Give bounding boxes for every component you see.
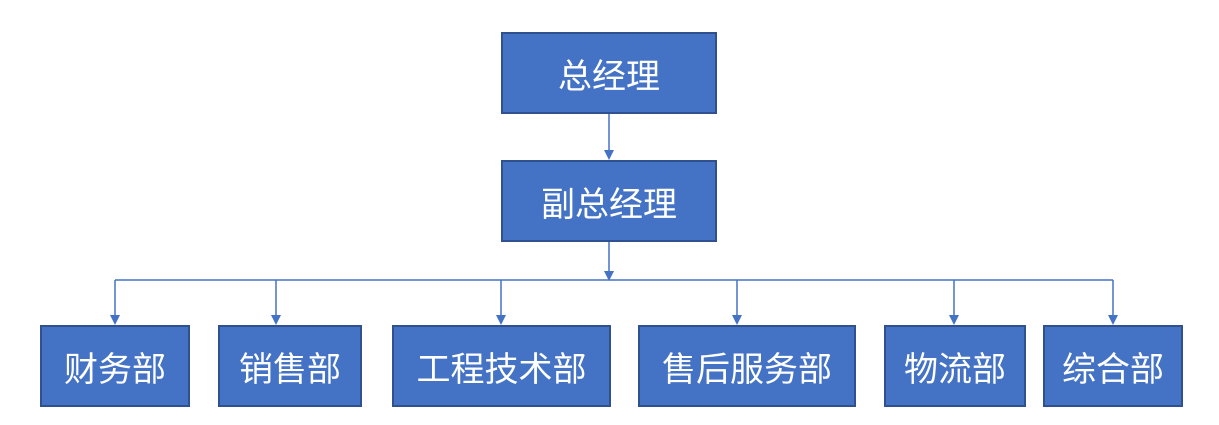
node-logistics-dept: 物流部 — [884, 325, 1026, 407]
node-deputy-general-manager: 副总经理 — [501, 160, 717, 242]
node-general-manager: 总经理 — [501, 32, 717, 114]
node-aftersales-dept: 售后服务部 — [638, 325, 856, 407]
node-general-affairs-dept: 综合部 — [1043, 325, 1183, 407]
node-finance-dept: 财务部 — [40, 325, 190, 407]
node-sales-dept: 销售部 — [218, 325, 362, 407]
node-engineering-dept: 工程技术部 — [392, 325, 611, 407]
